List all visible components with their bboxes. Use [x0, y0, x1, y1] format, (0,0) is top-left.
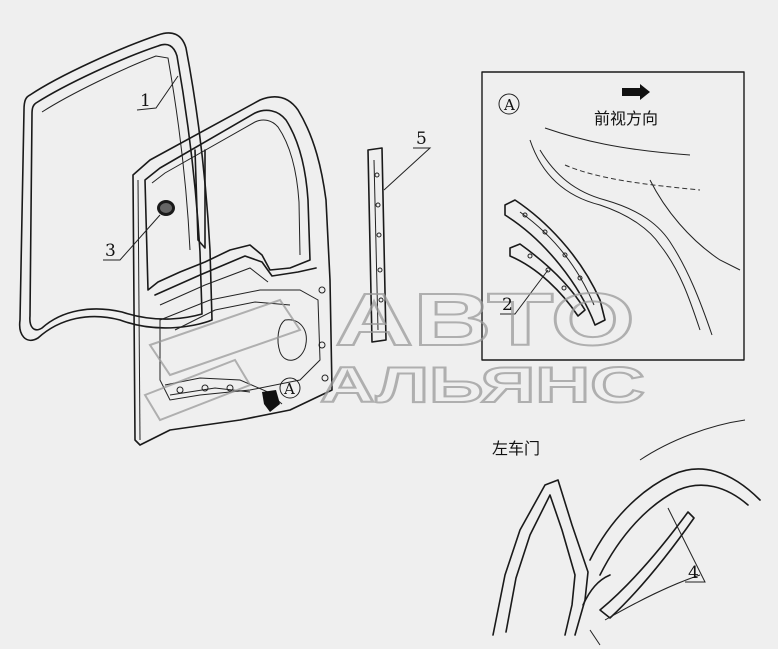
watermark: АВТО АЛЬЯНС [143, 277, 646, 422]
door-marker-a: A [283, 380, 295, 398]
door-panel [132, 96, 333, 446]
detail-view-box [481, 71, 745, 361]
left-door-inset [492, 419, 761, 646]
callout-4: 4 [688, 563, 699, 583]
door-seal-outline [18, 32, 213, 342]
callout-5: 5 [416, 129, 427, 149]
view-direction-label: 前视方向 [594, 109, 658, 128]
detail-marker-a: A [503, 96, 515, 114]
leader-lines [103, 75, 706, 583]
left-door-label: 左车门 [492, 439, 540, 458]
watermark-line1: АВТО [335, 278, 635, 361]
watermark-line2: АЛЬЯНС [320, 357, 645, 413]
callout-2: 2 [502, 295, 513, 315]
callout-1: 1 [140, 91, 151, 111]
door-marker-circle [279, 377, 301, 399]
belt-strip-part [367, 147, 387, 343]
callout-3: 3 [105, 241, 116, 261]
